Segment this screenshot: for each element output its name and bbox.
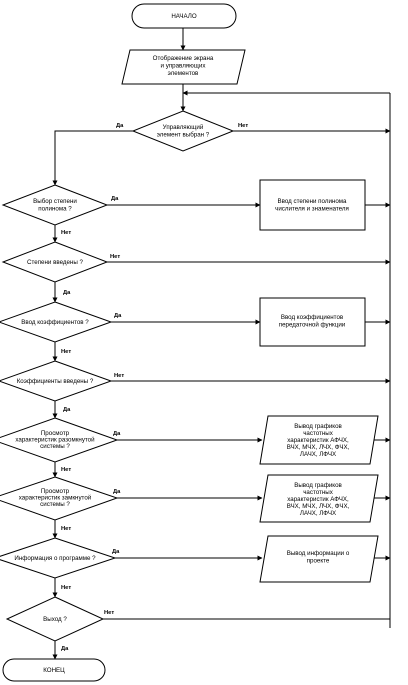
process-enter-degree-line-2: числителя и знаменателя — [275, 206, 349, 213]
end-terminal: КОНЕЦ — [2, 658, 106, 682]
label-no: Нет — [110, 254, 120, 260]
label-yes: Да — [111, 196, 119, 202]
io-out-open-line-2: частотных — [303, 430, 334, 437]
label-yes: Да — [114, 313, 122, 319]
label-no: Нет — [114, 373, 124, 379]
io-output-info: Вывод информации о проекте — [259, 535, 379, 583]
decision-control-line-2: элемент выбран ? — [157, 132, 210, 139]
label-no: Нет — [61, 526, 71, 532]
decision-view-open-loop: Просмотр характеристик разомкнутой систе… — [0, 417, 119, 463]
decision-exit-line-1: Выход ? — [43, 616, 67, 623]
start-terminal: НАЧАЛО — [131, 3, 237, 29]
process-enter-coefficients-line-1: Ввод коэффициентов — [281, 314, 344, 321]
decision-view-closed-line-1: Просмотр — [41, 488, 70, 495]
decision-coefficients-entered-line-1: Коэффициенты введены ? — [17, 378, 94, 385]
label-no: Нет — [61, 467, 71, 473]
io-output-closed-loop: Вывод графиков частотных характеристик А… — [259, 474, 379, 523]
decision-enter-coefficients-line-1: Ввод коэффициентов ? — [21, 319, 89, 326]
end-label: КОНЕЦ — [43, 667, 65, 674]
flow-lines — [52, 28, 391, 660]
decision-enter-coefficients: Ввод коэффициентов ? — [0, 301, 113, 343]
decision-program-info-line-1: Информация о программе ? — [14, 555, 96, 562]
io-out-open-line-1: Вывод графиков — [294, 423, 342, 430]
io-output-open-loop: Вывод графиков частотных характеристик А… — [259, 415, 379, 465]
decision-view-closed-line-2: характеристик замкнутой — [19, 495, 92, 502]
decision-choose-degree-line-1: Выбор степени — [33, 198, 77, 205]
io-info-line-1: Вывод информации о — [287, 550, 350, 557]
decision-choose-degree-line-2: полинома ? — [38, 206, 72, 213]
io-display-line-3: элементов — [168, 70, 199, 77]
io-display-line-1: Отображение экрана — [153, 55, 214, 62]
io-out-closed-line-1: Вывод графиков — [294, 482, 342, 489]
decision-view-closed-loop: Просмотр характеристик замкнутой системы… — [0, 476, 119, 521]
io-info-line-2: проекте — [307, 558, 330, 565]
decision-coefficients-entered: Коэффициенты введены ? — [0, 360, 113, 402]
io-out-closed-line-4: ВЧХ, МЧХ, ЛЧХ, ФЧХ, — [287, 503, 350, 510]
label-yes: Да — [113, 431, 121, 437]
decision-view-open-line-2: характеристик разомкнутой — [15, 437, 95, 444]
label-yes: Да — [63, 407, 71, 413]
decision-view-open-line-3: системы ? — [40, 443, 70, 450]
decision-choose-degree: Выбор степени полинома ? — [1, 184, 109, 226]
label-no: Нет — [238, 123, 248, 129]
label-no: Нет — [61, 230, 71, 236]
branch-labels: Да Нет Да Нет Нет Да Да Нет Нет Да Да Не… — [61, 123, 248, 652]
io-out-closed-line-3: характеристик АФЧХ, — [287, 496, 349, 503]
decision-control-line-1: Управляющий — [163, 124, 204, 131]
start-label: НАЧАЛО — [171, 13, 197, 20]
io-out-open-line-3: характеристик АФЧХ, — [287, 437, 349, 444]
label-yes: Да — [116, 123, 124, 129]
process-enter-degree: Ввод степени полинома числителя и знамен… — [259, 179, 366, 231]
decision-program-info: Информация о программе ? — [0, 537, 117, 579]
decision-view-closed-line-3: системы ? — [40, 501, 70, 508]
io-out-open-line-4: ВЧХ, МЧХ, ЛЧХ, ФЧХ, — [287, 444, 350, 451]
label-no: Нет — [61, 349, 71, 355]
decision-control-selected: Управляющий элемент выбран ? — [131, 110, 235, 152]
label-yes: Да — [61, 646, 69, 652]
process-enter-degree-line-1: Ввод степени полинома — [278, 198, 347, 205]
process-enter-coefficients-line-2: передаточной функции — [279, 322, 346, 329]
io-display-screen: Отображение экрана и управляющих элемент… — [121, 49, 246, 85]
decision-degrees-entered-line-1: Степени введены ? — [27, 259, 84, 266]
io-out-closed-line-5: ЛАЧХ, ЛФЧХ — [300, 510, 336, 517]
process-enter-coefficients: Ввод коэффициентов передаточной функции — [259, 297, 366, 347]
label-yes: Да — [112, 549, 120, 555]
io-out-closed-line-2: частотных — [303, 489, 334, 496]
label-yes: Да — [113, 489, 121, 495]
label-yes: Да — [63, 290, 71, 296]
decision-exit: Выход ? — [5, 596, 105, 642]
label-no: Нет — [104, 610, 114, 616]
io-out-open-line-5: ЛАЧХ, ЛФЧХ — [300, 451, 336, 458]
decision-degrees-entered: Степени введены ? — [1, 241, 109, 283]
label-no: Нет — [61, 585, 71, 591]
decision-view-open-line-1: Просмотр — [41, 430, 70, 437]
io-display-line-2: и управляющих — [161, 63, 207, 70]
